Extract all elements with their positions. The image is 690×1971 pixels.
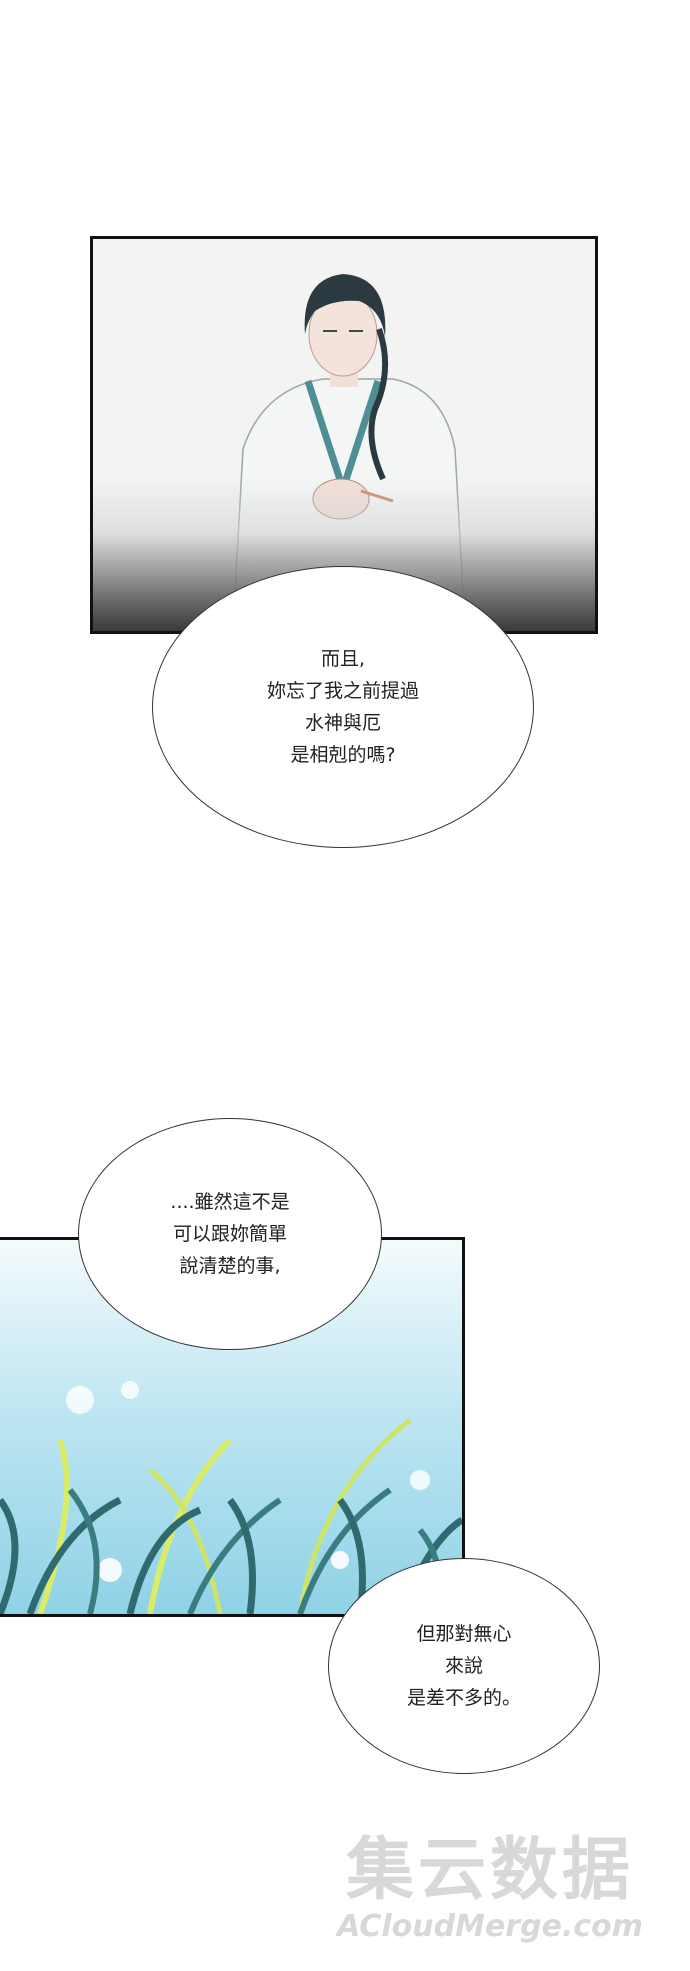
bubble-1-line-4: 是相剋的嗎?	[290, 744, 396, 766]
panel-man-portrait	[90, 236, 598, 634]
speech-bubble-2: ....雖然這不是 可以跟妳簡單 說清楚的事,	[78, 1118, 382, 1350]
bubble-1-line-3: 水神與厄	[304, 712, 381, 734]
bubble-3-line-2: 來說	[444, 1655, 483, 1677]
bubble-2-line-1: ....雖然這不是	[170, 1191, 290, 1213]
speech-bubble-1: 而且, 妳忘了我之前提過 水神與厄 是相剋的嗎?	[152, 566, 534, 848]
watermark: 集云数据 ACloudMerge.com	[300, 1833, 680, 1945]
bubble-2-line-3: 說清楚的事,	[179, 1255, 281, 1277]
watermark-english-text: ACloudMerge.com	[337, 1909, 643, 1944]
bubble-3-line-3: 是差不多的。	[406, 1687, 521, 1709]
panel-grass-scene	[0, 1237, 465, 1617]
watermark-chinese-text: 集云数据	[345, 1831, 634, 1910]
bubble-2-line-2: 可以跟妳簡單	[172, 1223, 287, 1245]
speech-bubble-3: 但那對無心 來說 是差不多的。	[328, 1558, 600, 1774]
bubble-1-line-2: 妳忘了我之前提過	[266, 680, 419, 702]
bubble-3-line-1: 但那對無心	[416, 1623, 512, 1645]
bubble-1-line-1: 而且,	[320, 648, 366, 670]
